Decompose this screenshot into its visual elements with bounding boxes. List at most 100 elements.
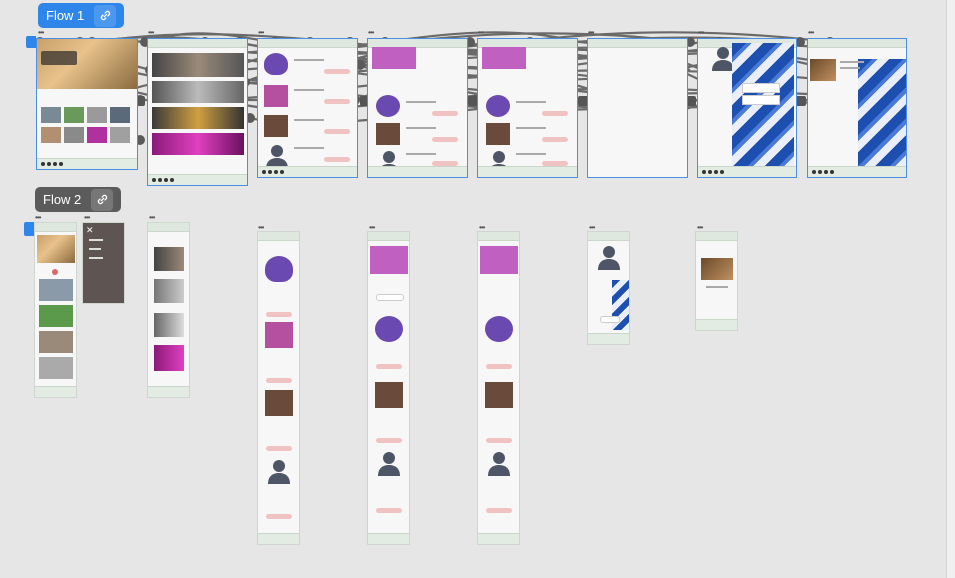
profile-button[interactable] — [324, 69, 350, 74]
thumb-image — [64, 127, 84, 143]
profile-photo — [485, 316, 513, 342]
frame-contact[interactable] — [807, 38, 907, 178]
profile-photo — [264, 115, 288, 137]
frame-footer — [258, 533, 299, 544]
profile-button[interactable] — [486, 508, 512, 513]
frame-options-icon[interactable]: ••• — [479, 223, 485, 232]
profile-button[interactable] — [542, 111, 568, 116]
hero-image — [37, 235, 75, 263]
frame-options-icon[interactable]: ••• — [84, 213, 90, 222]
frame-header — [148, 39, 247, 48]
profile-photo — [376, 123, 400, 145]
login-button[interactable] — [600, 316, 620, 323]
profile-photo — [375, 316, 403, 342]
profile-button[interactable] — [376, 364, 402, 369]
gallery-image — [152, 133, 244, 155]
close-icon[interactable]: ✕ — [86, 225, 94, 235]
profile-button[interactable] — [376, 294, 404, 301]
flow-1-start-marker[interactable] — [26, 36, 36, 48]
frame-footer — [368, 533, 409, 544]
frame-options-icon[interactable]: ••• — [149, 213, 155, 222]
profile-photo — [375, 382, 403, 408]
frame-options-icon[interactable]: ••• — [258, 223, 264, 232]
list-image — [39, 279, 73, 301]
frame-login[interactable] — [697, 38, 797, 178]
frame-team-detail-a[interactable] — [367, 38, 468, 178]
canvas-scrollbar[interactable] — [946, 0, 955, 578]
frame-footer — [35, 386, 76, 397]
profile-photo — [264, 85, 288, 107]
frame-options-icon[interactable]: ••• — [588, 28, 594, 37]
frame-team[interactable] — [257, 38, 358, 178]
profile-button[interactable] — [376, 438, 402, 443]
list-image — [39, 331, 73, 353]
profile-photo — [482, 47, 526, 69]
frame-footer — [698, 166, 796, 177]
frame-header — [478, 232, 519, 241]
link-icon[interactable] — [91, 188, 114, 211]
frame-mobile-gallery[interactable] — [147, 222, 190, 398]
flow-2-label: Flow 2 — [43, 192, 82, 207]
frame-options-icon[interactable]: ••• — [589, 223, 595, 232]
frame-footer — [478, 533, 519, 544]
frame-options-icon[interactable]: ••• — [258, 28, 264, 37]
profile-button[interactable] — [486, 438, 512, 443]
frame-options-icon[interactable]: ••• — [368, 28, 374, 37]
profile-button[interactable] — [376, 508, 402, 513]
contact-photo — [701, 258, 733, 280]
flow-2-tag[interactable]: Flow 2 — [35, 187, 122, 212]
contact-photo — [810, 59, 836, 81]
frame-options-icon[interactable]: ••• — [148, 28, 154, 37]
profile-button[interactable] — [266, 446, 292, 451]
frame-options-icon[interactable]: ••• — [38, 28, 44, 37]
profile-button[interactable] — [486, 364, 512, 369]
profile-button[interactable] — [324, 99, 350, 104]
profile-button[interactable] — [266, 378, 292, 383]
frame-mobile-team-a[interactable] — [367, 231, 410, 545]
frame-mobile-menu[interactable]: ✕ — [82, 222, 125, 304]
frame-options-icon[interactable]: ••• — [35, 213, 41, 222]
gallery-image — [154, 279, 184, 303]
profile-button[interactable] — [432, 111, 458, 116]
frame-options-icon[interactable]: ••• — [478, 28, 484, 37]
frame-gallery[interactable] — [147, 38, 248, 186]
frame-header — [696, 232, 737, 241]
frame-options-icon[interactable]: ••• — [697, 223, 703, 232]
thumb-image — [41, 127, 61, 143]
password-input[interactable] — [742, 95, 780, 105]
profile-button[interactable] — [542, 161, 568, 166]
thumb-image — [110, 127, 130, 143]
frame-mobile-login[interactable] — [587, 231, 630, 345]
frame-team-detail-b[interactable] — [477, 38, 578, 178]
profile-button[interactable] — [324, 157, 350, 162]
profile-button[interactable] — [542, 137, 568, 142]
frame-options-icon[interactable]: ••• — [698, 28, 704, 37]
frame-options-icon[interactable]: ••• — [369, 223, 375, 232]
frame-header — [588, 39, 687, 48]
profile-button[interactable] — [324, 129, 350, 134]
frame-mobile-team-b[interactable] — [477, 231, 520, 545]
frame-mobile-team[interactable] — [257, 231, 300, 545]
frame-mobile-contact[interactable] — [695, 231, 738, 331]
profile-photo — [372, 47, 416, 69]
gallery-image — [154, 247, 184, 271]
profile-photo — [486, 95, 510, 117]
profile-button[interactable] — [266, 514, 292, 519]
profile-button[interactable] — [266, 312, 292, 317]
frame-mobile-home[interactable] — [34, 222, 77, 398]
flow-2-start-marker[interactable] — [24, 222, 34, 236]
profile-button[interactable] — [432, 161, 458, 166]
flow-1-tag[interactable]: Flow 1 — [38, 3, 125, 28]
frame-footer — [588, 333, 629, 344]
frame-header — [258, 39, 357, 48]
frame-blank[interactable] — [587, 38, 688, 178]
gallery-image — [152, 53, 244, 77]
profile-button[interactable] — [432, 137, 458, 142]
person-placeholder-icon — [268, 460, 290, 484]
frame-home[interactable] — [36, 38, 138, 170]
link-icon[interactable] — [94, 4, 117, 27]
frame-options-icon[interactable]: ••• — [808, 28, 814, 37]
username-input[interactable] — [742, 83, 780, 93]
list-image — [39, 305, 73, 327]
